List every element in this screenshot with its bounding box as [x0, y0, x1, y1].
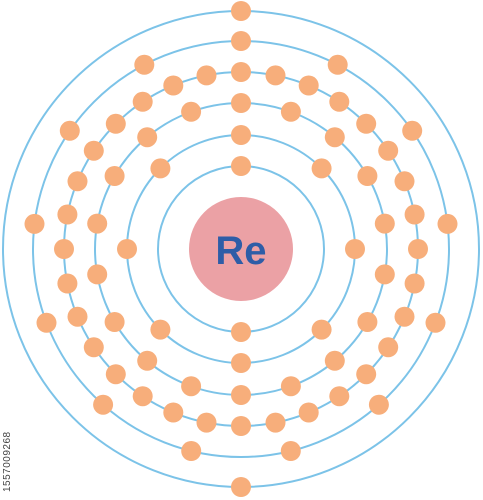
electron	[93, 394, 114, 415]
electron	[368, 394, 389, 415]
electron	[132, 386, 153, 407]
electron	[104, 166, 125, 186]
electron	[36, 312, 57, 333]
electron	[54, 239, 74, 259]
electron	[231, 1, 251, 21]
electron	[231, 31, 251, 51]
electron	[57, 273, 78, 294]
electron	[231, 93, 251, 113]
element-symbol: Re	[215, 229, 266, 273]
electron	[83, 140, 104, 161]
electron	[231, 416, 251, 436]
electron	[378, 337, 399, 358]
electron	[356, 113, 377, 134]
electron	[265, 412, 286, 433]
electron	[231, 353, 251, 373]
electron	[105, 364, 126, 385]
electron	[265, 65, 286, 86]
electron	[329, 91, 350, 112]
electron	[402, 120, 423, 141]
nucleus	[189, 197, 293, 301]
electron	[345, 239, 365, 259]
electron	[408, 239, 428, 259]
electron	[105, 113, 126, 134]
electron	[357, 312, 378, 332]
electron	[59, 120, 80, 141]
electron	[231, 322, 251, 342]
electron	[356, 364, 377, 385]
electron	[87, 213, 108, 234]
electron	[231, 477, 251, 497]
electron	[104, 312, 125, 332]
electron	[311, 158, 332, 179]
electron	[378, 140, 399, 161]
electron	[134, 54, 155, 75]
electron	[280, 376, 301, 397]
electron	[24, 213, 45, 234]
electron	[137, 350, 158, 371]
electron	[374, 213, 395, 234]
electron	[67, 171, 88, 192]
electron	[231, 385, 251, 405]
stock-id-watermark: 1557009268	[2, 431, 13, 492]
electron	[163, 402, 184, 423]
electron	[425, 312, 446, 333]
electron	[327, 54, 348, 75]
electron	[231, 62, 251, 82]
electron	[404, 204, 425, 225]
electron	[163, 75, 184, 96]
electron	[394, 306, 415, 327]
electron	[280, 441, 301, 461]
electron	[117, 239, 137, 259]
electron	[280, 101, 301, 122]
electron	[137, 127, 158, 148]
electron	[357, 166, 378, 186]
electron	[231, 156, 251, 176]
electron	[311, 319, 332, 340]
electron	[181, 376, 202, 397]
electron	[150, 158, 171, 179]
electron	[181, 441, 202, 461]
electron	[150, 319, 171, 340]
electron	[87, 264, 108, 285]
electron	[437, 213, 458, 234]
electron	[324, 127, 345, 148]
electron	[83, 337, 104, 358]
electron	[394, 171, 415, 192]
electron	[298, 75, 319, 96]
electron	[324, 350, 345, 371]
electron	[132, 91, 153, 112]
electron	[404, 273, 425, 294]
electron	[231, 125, 251, 145]
electron	[196, 412, 217, 433]
electron	[329, 386, 350, 407]
electrons	[24, 1, 458, 497]
electron	[181, 101, 202, 122]
electron	[374, 264, 395, 285]
electron	[57, 204, 78, 225]
electron	[196, 65, 217, 86]
electron	[298, 402, 319, 423]
electron	[67, 306, 88, 327]
